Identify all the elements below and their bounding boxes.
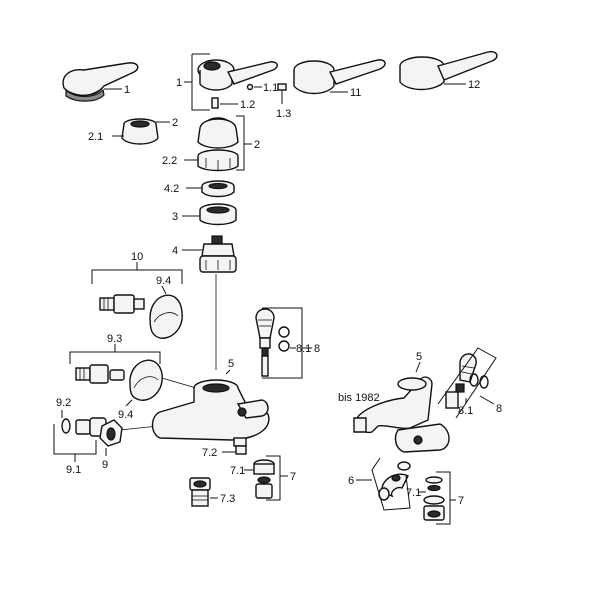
label-5-main: 5	[228, 358, 234, 370]
label-7-2: 7.2	[202, 447, 217, 459]
label-4: 4	[172, 245, 178, 257]
label-6: 6	[348, 475, 354, 487]
label-8-right: 8	[496, 403, 502, 415]
label-1-3: 1.3	[276, 108, 291, 120]
label-7-1-right: 7.1	[406, 487, 421, 499]
valve-7-3	[189, 477, 211, 507]
label-9-1: 9.1	[66, 464, 81, 476]
label-9-3: 9.3	[107, 333, 122, 345]
ring-nut-3	[199, 203, 237, 226]
label-2-2: 2.2	[162, 155, 177, 167]
label-4-2: 4.2	[164, 183, 179, 195]
label-8-1-middle: 8.1	[296, 343, 311, 355]
connector-10	[99, 294, 145, 314]
label-10: 10	[131, 251, 143, 263]
label-1-center: 1	[176, 77, 182, 89]
label-2-right: 2	[254, 139, 260, 151]
cartridge-4	[199, 235, 237, 273]
elbow-6	[378, 461, 411, 501]
label-9-4-top: 9.4	[156, 275, 171, 287]
label-2-top: 2	[172, 117, 178, 129]
lever-handle-1	[62, 62, 139, 102]
label-5-right: 5	[416, 351, 422, 363]
label-9: 9	[102, 459, 108, 471]
label-1-1: 1.1	[263, 82, 278, 94]
mixer-body-5-right	[353, 376, 450, 453]
connector-9-3	[75, 364, 125, 384]
screw-1-1	[246, 83, 287, 91]
seal-7-2	[235, 445, 247, 455]
lever-handle-center	[197, 59, 278, 91]
rosette-9-4-top	[149, 294, 183, 339]
label-7-middle: 7	[290, 471, 296, 483]
label-8-1-right: 8.1	[458, 405, 473, 417]
label-3: 3	[172, 211, 178, 223]
label-11: 11	[350, 87, 361, 99]
dome-cap-2	[197, 117, 239, 149]
label-8-middle: 8	[314, 343, 320, 355]
lever-handle-11	[293, 59, 386, 95]
label-12: 12	[468, 79, 480, 91]
label-7-1-middle: 7.1	[230, 465, 245, 477]
label-1-left: 1	[124, 84, 130, 96]
lever-handle-12	[399, 50, 498, 91]
valve-7-right	[423, 476, 445, 521]
valve-7-middle	[253, 459, 275, 499]
cap-2-1	[121, 118, 159, 145]
gasket-4-2	[201, 180, 235, 198]
label-bis-1982: bis 1982	[338, 392, 380, 404]
label-7-right: 7	[458, 495, 464, 507]
label-1-2: 1.2	[240, 99, 255, 111]
label-7-3: 7.3	[220, 493, 235, 505]
label-9-4-bottom: 9.4	[118, 409, 133, 421]
diverter-8-middle	[255, 308, 275, 377]
washer-9-2	[61, 418, 71, 434]
rosette-9-4-bottom	[129, 359, 163, 401]
ring-2-2	[197, 149, 239, 172]
pin-1-2	[211, 97, 219, 109]
diverter-8-right	[445, 353, 477, 409]
mixer-body-5	[151, 379, 270, 447]
label-9-2: 9.2	[56, 397, 71, 409]
label-2-1: 2.1	[88, 131, 103, 143]
nut-9	[99, 419, 123, 447]
